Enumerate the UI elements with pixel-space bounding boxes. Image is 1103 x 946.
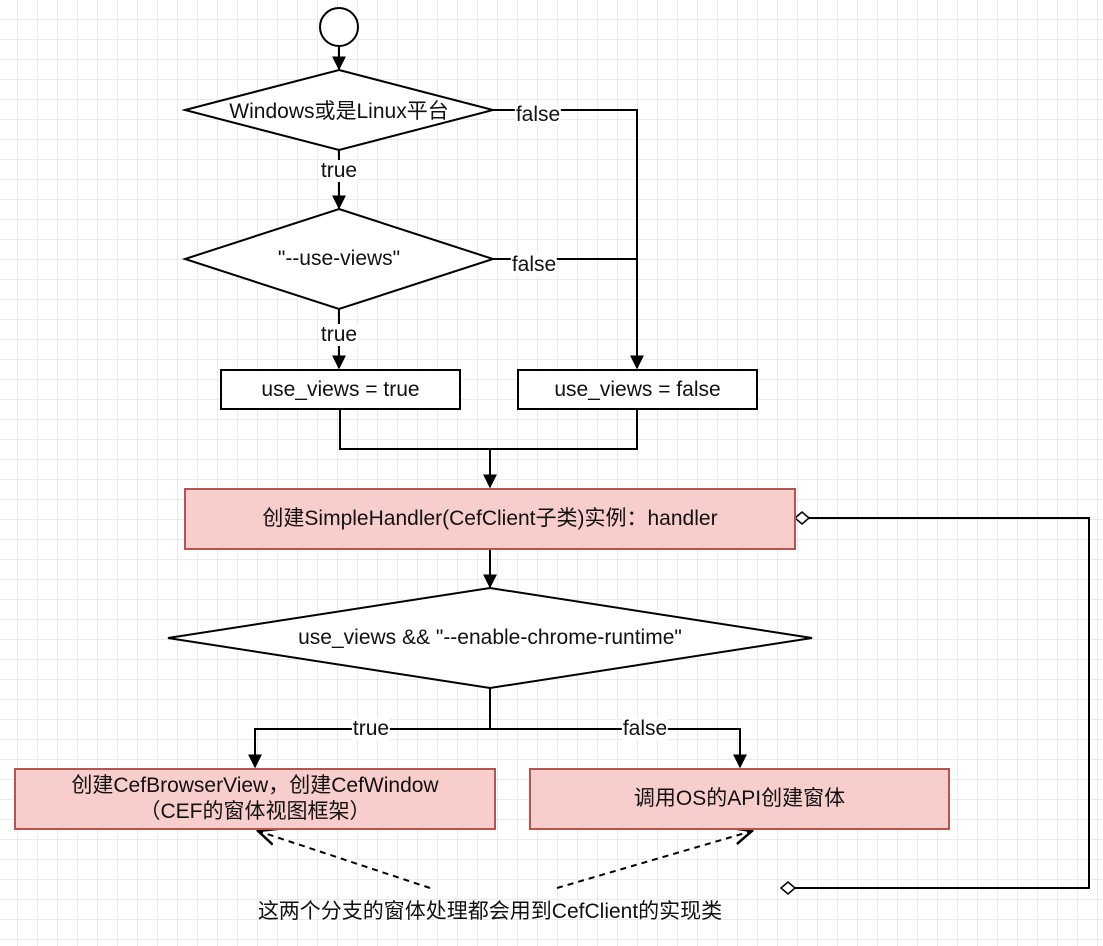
label-platform-true: true — [319, 159, 359, 182]
process-os-api: 调用OS的API创建窗体 — [529, 768, 950, 830]
process-cef-browser-view: 创建CefBrowserView，创建CefWindow （CEF的窗体视图框架… — [14, 768, 496, 830]
process-use-views-true: use_views = true — [220, 369, 461, 410]
process-use-views-false: use_views = false — [517, 369, 758, 410]
dashed-arrow-right — [556, 831, 752, 889]
label-runtime-false: false — [621, 717, 669, 740]
decision-chrome-runtime-text: use_views && "--enable-chrome-runtime" — [298, 626, 682, 649]
start-node — [319, 7, 359, 47]
edge-runtime-false — [490, 728, 747, 769]
association-line — [795, 517, 1090, 889]
association-diamond-bottom — [779, 881, 797, 895]
label-flag-false: false — [510, 253, 558, 276]
process-create-handler: 创建SimpleHandler(CefClient子类)实例：handler — [184, 488, 796, 550]
label-runtime-true: true — [351, 717, 391, 740]
implementation-note: 这两个分支的窗体处理都会用到CefClient的实现类 — [257, 900, 723, 923]
association-diamond-top — [793, 511, 811, 525]
decision-use-views-text: "--use-views" — [277, 247, 401, 270]
edge-platform-false — [493, 109, 644, 370]
cef-browser-view-line1: 创建CefBrowserView，创建CefWindow — [71, 774, 439, 797]
decision-platform-text: Windows或是Linux平台 — [229, 100, 449, 123]
edge-true-box-merge — [339, 408, 638, 450]
label-platform-false: false — [514, 103, 562, 126]
cef-browser-view-line2: （CEF的窗体视图框架） — [139, 800, 371, 823]
dashed-arrow-left — [258, 831, 431, 889]
label-flag-true: true — [319, 323, 359, 346]
